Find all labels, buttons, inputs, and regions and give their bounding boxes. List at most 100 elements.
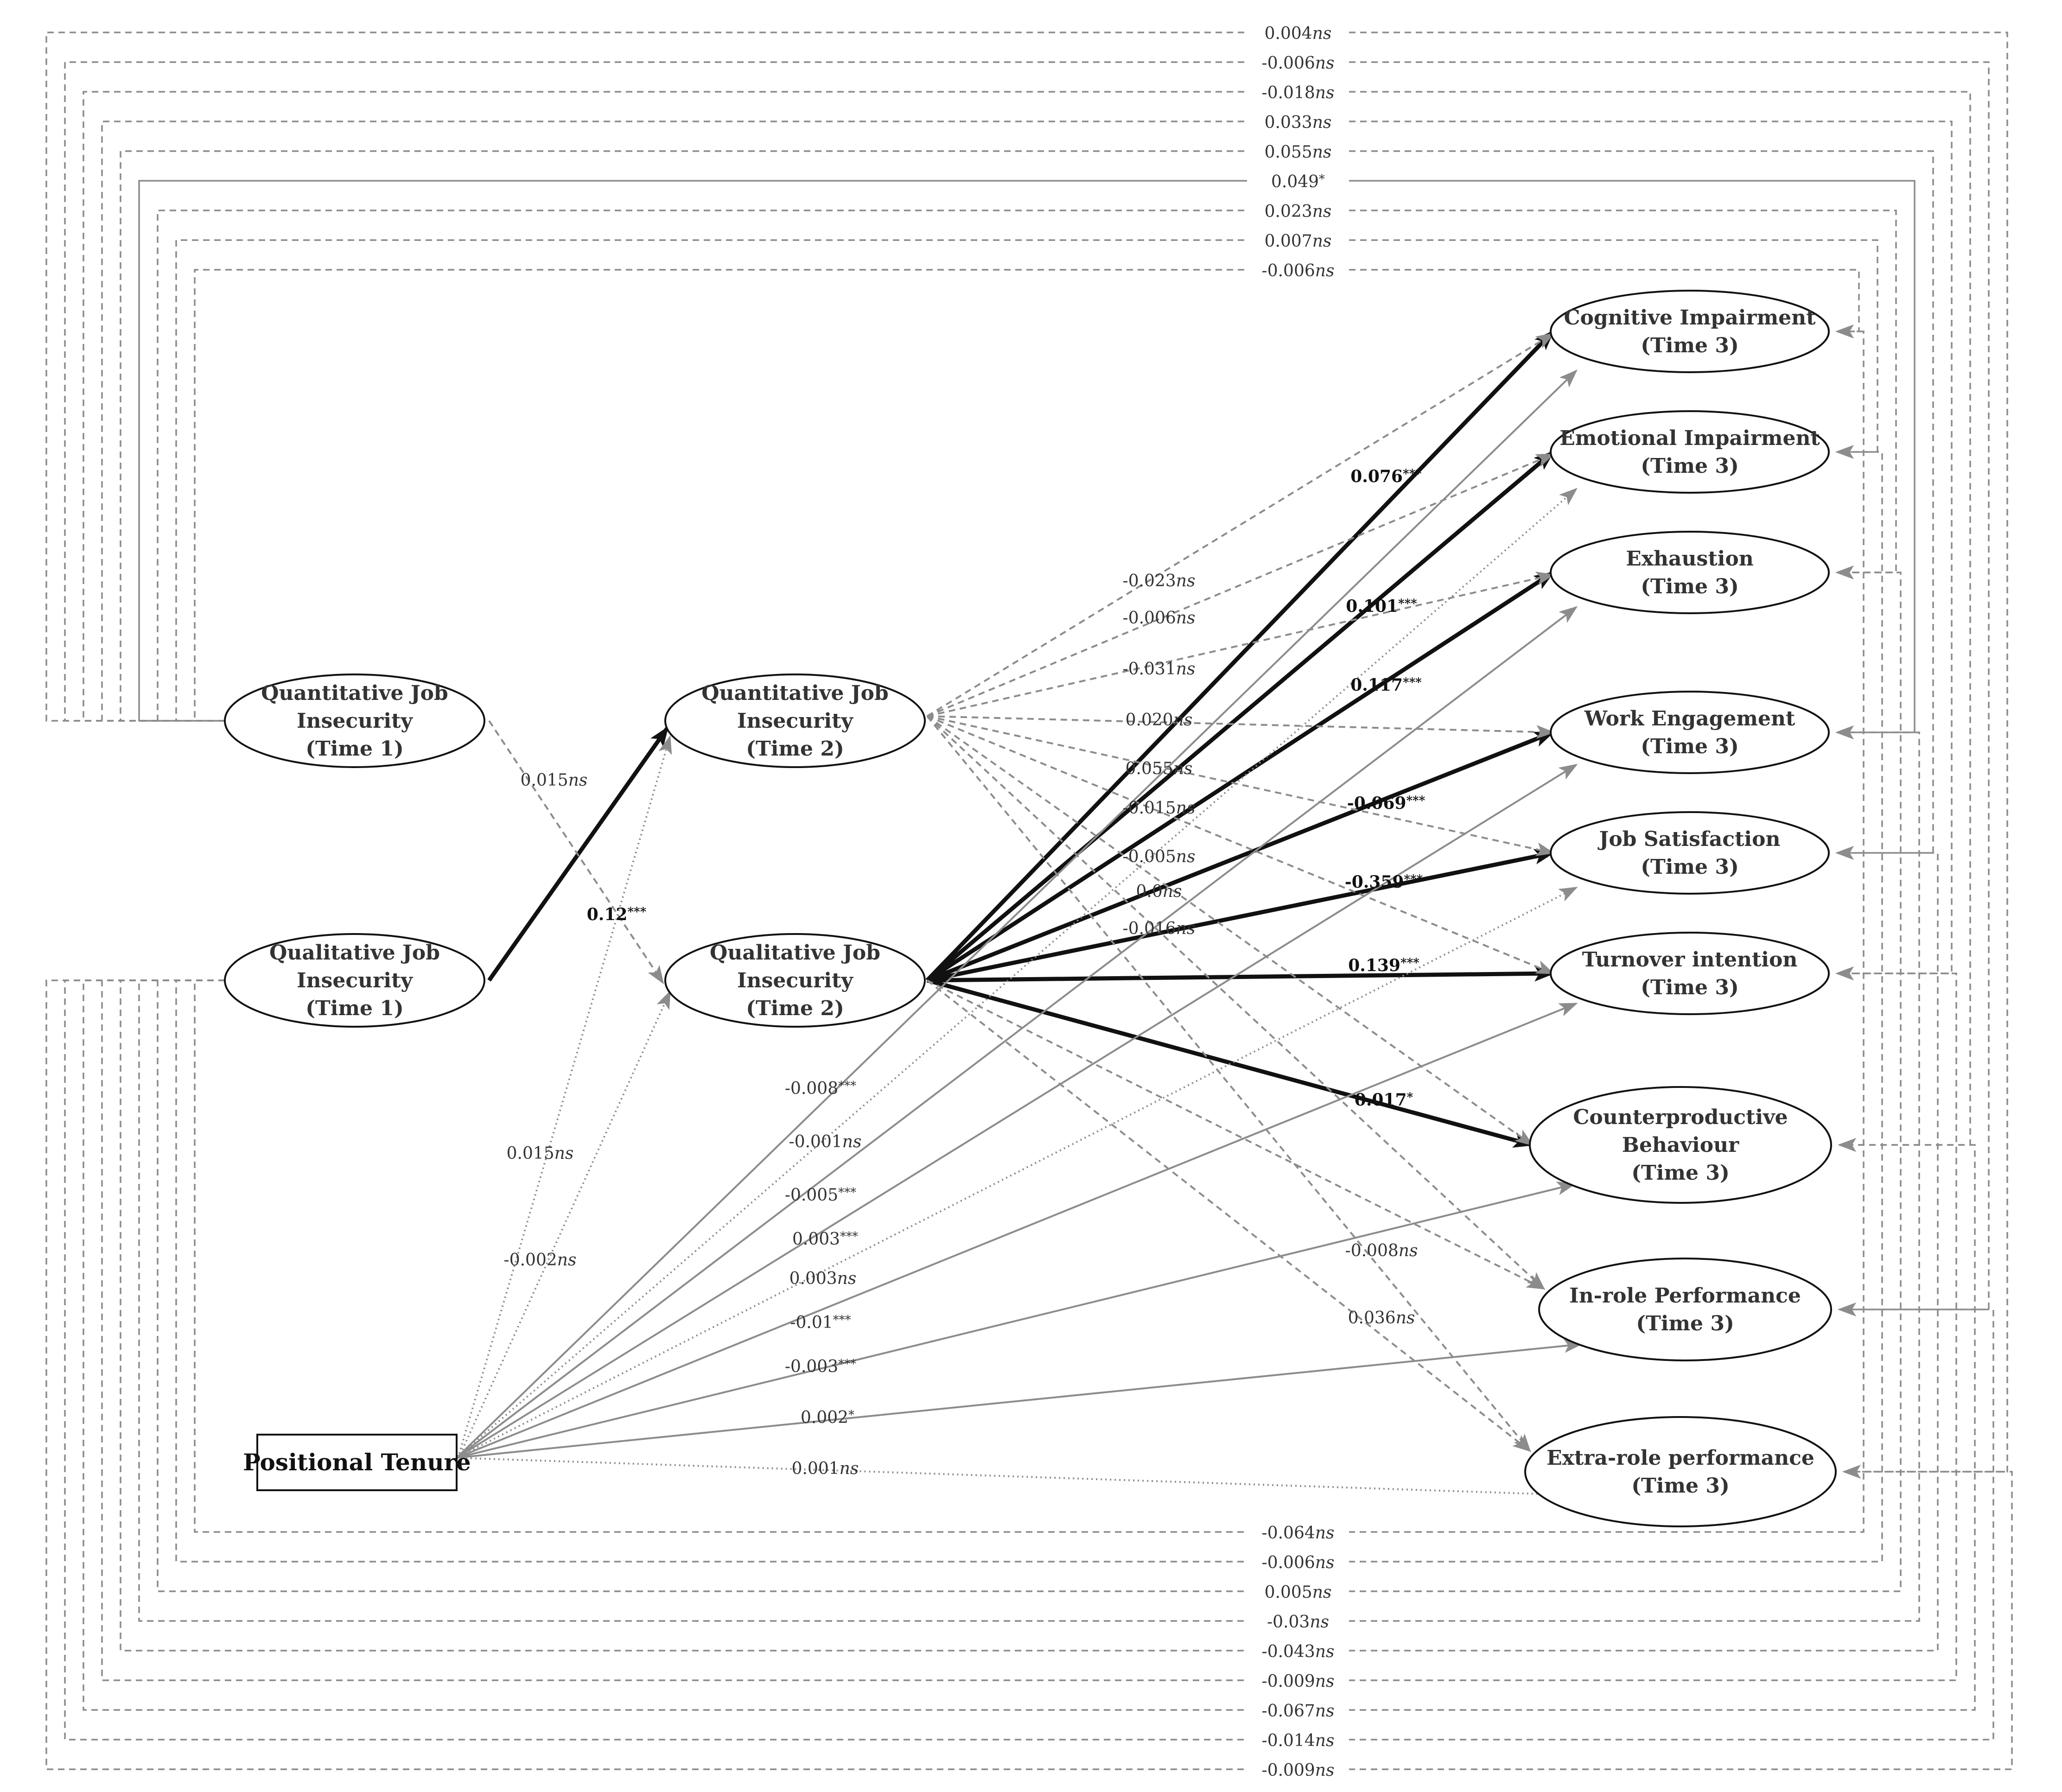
edge-label-pt-erp-value: 0.001 xyxy=(792,1459,840,1478)
node-cog: Cognitive Impairment (Time 3) xyxy=(1550,290,1830,373)
node-qnt2-line: Quantitative Job xyxy=(701,681,889,705)
loop-label-qlt1-js-value: -0.043 xyxy=(1262,1642,1315,1661)
edge-label-qnt2-js-value: 0.055 xyxy=(1126,759,1173,778)
edge-label-qnt2-cb: -0.005ns xyxy=(1123,847,1196,866)
edge-label-qnt2-js: 0.055ns xyxy=(1126,759,1193,778)
loop-label-bg xyxy=(1247,1612,1349,1632)
node-qnt1-ellipse xyxy=(224,674,485,768)
loop-label-bg xyxy=(1247,112,1349,133)
edge-label-qlt2-cb-sig: * xyxy=(1407,1091,1413,1105)
edge-pt-irp xyxy=(456,1339,1583,1459)
node-emo-line: (Time 3) xyxy=(1641,454,1739,478)
edge-label-qlt2-irp-sig: ns xyxy=(1399,1241,1418,1260)
edge-label-qlt1-qnt2-sig: *** xyxy=(627,905,646,919)
edge-label-qnt2-ti-value: -0.015 xyxy=(1123,799,1176,818)
loop-qnt1-exh xyxy=(157,210,1897,722)
loop-label-qnt1-ti-sig: ns xyxy=(1312,113,1332,132)
edge-label-qnt2-we-sig: ns xyxy=(1173,711,1193,730)
node-cog-line: Cognitive Impairment xyxy=(1564,306,1816,330)
loop-label-qlt1-exh-value: 0.005 xyxy=(1265,1583,1312,1602)
node-qnt1-line: Quantitative Job xyxy=(261,681,448,705)
loop-qnt1-emo xyxy=(175,239,1878,722)
loop-label-bg xyxy=(1247,172,1349,192)
node-ti: Turnover intention(Time 3) xyxy=(1550,932,1830,1015)
loop-label-bg xyxy=(1247,231,1349,251)
loop-label-bg xyxy=(1247,1523,1349,1543)
edge-qnt2-we xyxy=(927,715,1555,739)
node-irp: In-role Performance(Time 3) xyxy=(1538,1258,1832,1361)
edge-label-pt-qlt2: -0.002ns xyxy=(504,1251,577,1270)
loop-label-qlt1-irp: -0.014ns xyxy=(1262,1731,1335,1750)
edge-label-qlt2-ti-sig: *** xyxy=(1400,956,1419,970)
edge-qlt2-emo xyxy=(926,450,1555,982)
edge-label-qnt2-cog-sig: ns xyxy=(1176,572,1196,591)
node-cb-ellipse xyxy=(1529,1086,1832,1204)
edge-label-pt-exh-value: -0.005 xyxy=(785,1186,838,1205)
edge-label-pt-js-sig: ns xyxy=(837,1269,857,1288)
edge-label-pt-cb-value: -0.003 xyxy=(785,1357,838,1376)
edge-qlt2-erp xyxy=(926,979,1532,1452)
edge-label-pt-js-value: 0.003 xyxy=(789,1269,837,1288)
node-we-ellipse xyxy=(1550,691,1830,774)
edge-label-qnt2-cog-value: -0.023 xyxy=(1123,572,1176,591)
node-cog-line: (Time 3) xyxy=(1641,334,1739,357)
loop-qlt1-irp xyxy=(64,979,1994,1741)
node-cb-line: (Time 3) xyxy=(1631,1161,1730,1185)
edge-label-pt-irp-value: 0.002 xyxy=(801,1408,848,1427)
edge-label-qnt2-ti: -0.015ns xyxy=(1123,799,1196,818)
edge-label-qlt2-cb-value: 0.017 xyxy=(1355,1090,1407,1110)
loop-label-qnt1-irp-sig: ns xyxy=(1315,54,1335,73)
edge-label-pt-cog-sig: *** xyxy=(838,1079,856,1093)
node-erp-line: Extra-role performance xyxy=(1546,1446,1814,1470)
node-pt-box xyxy=(256,1434,458,1491)
edge-qnt1-qlt2 xyxy=(488,720,664,985)
loop-label-bg xyxy=(1247,142,1349,162)
edge-label-qnt2-we-value: 0.020 xyxy=(1126,711,1173,730)
node-qnt2-line: (Time 2) xyxy=(746,737,844,761)
node-cb-line: Counterproductive xyxy=(1573,1106,1788,1129)
loop-qlt1-erp xyxy=(45,979,2013,1770)
edge-qnt2-exh xyxy=(927,572,1555,717)
loop-label-qnt1-emo: 0.007ns xyxy=(1265,232,1332,251)
edge-labels: 0.12***0.015ns0.015ns-0.002ns0.076***0.1… xyxy=(504,23,1426,1780)
edge-qnt2-ti xyxy=(927,715,1555,974)
loop-label-qnt1-cb: -0.018ns xyxy=(1262,83,1335,102)
loop-label-qlt1-exh: 0.005ns xyxy=(1265,1583,1332,1602)
node-js-line: (Time 3) xyxy=(1641,855,1739,879)
loop-label-qnt1-irp-value: -0.006 xyxy=(1262,54,1315,73)
edge-pt-cb xyxy=(456,1181,1576,1459)
edge-label-qnt2-cb-sig: ns xyxy=(1176,847,1196,866)
loop-label-qlt1-irp-value: -0.014 xyxy=(1262,1731,1315,1750)
edge-qlt2-exh xyxy=(926,571,1555,982)
edge-label-pt-qlt2-sig: ns xyxy=(557,1251,577,1270)
edge-label-qlt2-we-value: -0.069 xyxy=(1347,794,1406,813)
loop-label-qlt1-emo: -0.006ns xyxy=(1262,1553,1335,1572)
loop-label-qnt1-erp-value: 0.004 xyxy=(1265,24,1312,43)
loop-label-qlt1-cb-value: -0.067 xyxy=(1262,1702,1315,1721)
edge-qlt2-irp xyxy=(927,979,1546,1290)
edge-label-pt-qnt2: 0.015ns xyxy=(507,1144,574,1163)
edge-pt-cog xyxy=(456,369,1578,1459)
loop-label-bg xyxy=(1247,83,1349,103)
edge-label-pt-cog-value: -0.008 xyxy=(785,1079,838,1098)
edge-pt-js xyxy=(456,887,1578,1459)
loop-label-qnt1-js-value: 0.055 xyxy=(1265,143,1312,162)
loop-label-qnt1-ti: 0.033ns xyxy=(1265,113,1332,132)
edge-label-qnt2-erp: -0.016ns xyxy=(1123,919,1196,938)
edge-label-qlt2-exh-sig: *** xyxy=(1403,676,1422,690)
loop-label-qnt1-js-sig: ns xyxy=(1312,143,1332,162)
node-js: Job Satisfaction(Time 3) xyxy=(1550,811,1830,895)
edge-pt-qnt2 xyxy=(456,735,672,1463)
edge-label-pt-cb-sig: *** xyxy=(838,1357,856,1371)
edge-label-pt-qnt2-value: 0.015 xyxy=(507,1144,554,1163)
loop-label-qnt1-exh: 0.023ns xyxy=(1265,202,1332,221)
edge-label-qnt2-cb-value: -0.005 xyxy=(1123,847,1176,866)
node-qlt1-line: (Time 1) xyxy=(305,997,404,1020)
edge-label-qlt2-we-sig: *** xyxy=(1406,794,1425,808)
edge-label-qnt1-qlt2: 0.015ns xyxy=(521,771,588,790)
node-exh-line: Exhaustion xyxy=(1626,547,1753,571)
